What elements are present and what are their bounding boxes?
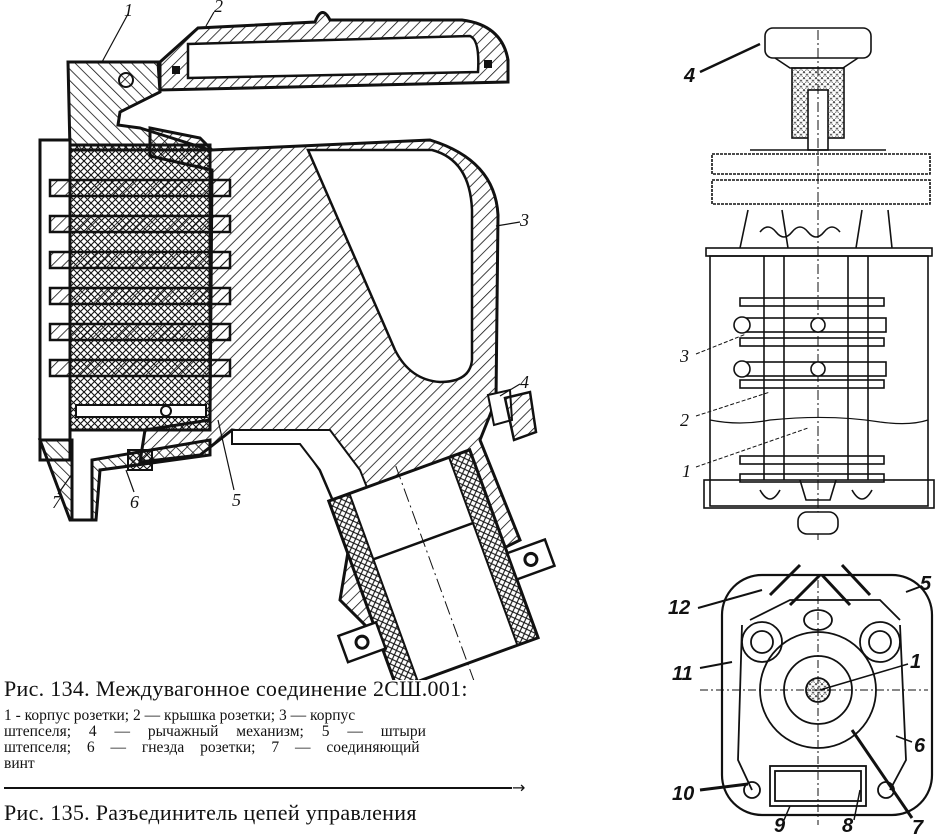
label-9: 9	[774, 815, 786, 837]
legend-line: штепселя; 6 — гнезда розетки; 7 — соедин…	[4, 739, 420, 756]
disconnector-plan-view	[700, 563, 934, 825]
label-1: 1	[124, 0, 133, 20]
figure-135-side-labels: 4 3 2 1	[679, 42, 809, 481]
label-10-text: 10	[672, 783, 694, 805]
label-3: 3	[519, 210, 529, 230]
figure-135-plan-labels: 12 5 11 1 6 10 9 8 7	[668, 573, 932, 838]
label-6: 6	[914, 735, 926, 757]
label-2: 2	[214, 0, 223, 16]
arrow-right-icon: →	[512, 778, 526, 797]
label-1: 1	[682, 461, 691, 481]
label-2: 2	[680, 410, 689, 430]
label-5: 5	[232, 490, 241, 510]
label-6: 6	[130, 492, 139, 512]
figure-135-drawing: 4 3 2 1 12 5 11 1 6	[668, 27, 935, 838]
label-3: 3	[679, 346, 689, 366]
lever-mechanism	[486, 388, 538, 442]
label-5: 5	[920, 573, 932, 595]
socket-cover	[158, 11, 510, 92]
divider-rule	[4, 787, 512, 789]
plug-nozzle	[326, 447, 557, 680]
legend-line: винт	[4, 755, 35, 772]
figure-134-caption-title: Рис. 134. Междувагонное соединение 2СШ.0…	[4, 676, 468, 701]
legend-line: 1 - корпус розетки; 2 — крышка розетки; …	[4, 707, 356, 724]
label-11: 11	[672, 663, 693, 685]
figure-134-legend: 1 - корпус розетки; 2 — крышка розетки; …	[4, 708, 532, 772]
pin-block	[37, 138, 232, 522]
label-4: 4	[683, 65, 695, 87]
label-7: 7	[912, 817, 924, 838]
legend-line: штепселя; 4 — рычажный механизм; 5 — шты…	[4, 723, 426, 740]
disconnector-side-view	[703, 27, 935, 540]
figure-135-caption-title: Рис. 135. Разъединитель цепей управления	[4, 800, 417, 825]
label-4: 4	[520, 372, 529, 392]
figure-134-labels: 1 2 3 4 5 6 7	[52, 0, 529, 512]
label-7: 7	[52, 492, 62, 512]
label-8: 8	[842, 815, 854, 837]
label-1: 1	[910, 651, 921, 673]
label-12: 12	[668, 597, 690, 619]
figure-134-drawing: 1 2 3 4 5 6 7	[37, 0, 557, 680]
